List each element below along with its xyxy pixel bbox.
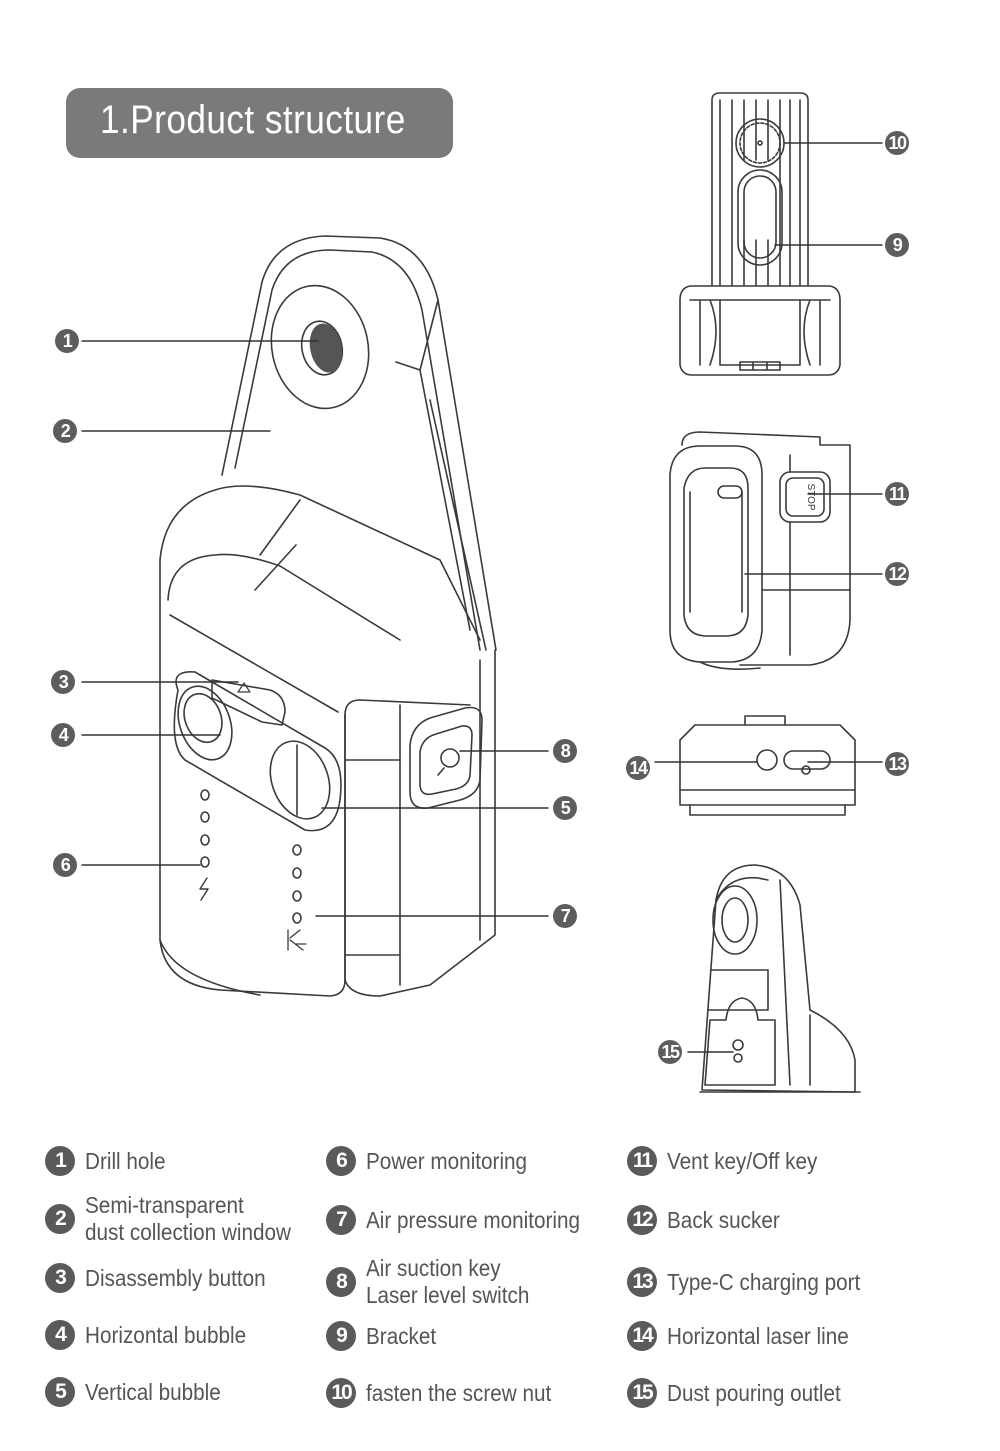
bottom-view-drawing [679,715,856,816]
legend-number: 15 [627,1378,657,1408]
legend-label: Air pressure monitoring [366,1206,580,1233]
legend-item-screw-nut: 10 fasten the screw nut [326,1378,572,1408]
callout-9: 9 [885,233,909,257]
legend-item-drill-hole: 1 Drill hole [45,1146,174,1176]
legend-item-bracket: 9 Bracket [326,1321,444,1351]
legend-item-horizontal-bubble: 4 Horizontal bubble [45,1320,264,1350]
legend-number: 10 [326,1378,356,1408]
callout-5: 5 [553,796,577,820]
callout-11: 11 [885,482,909,506]
callout-7: 7 [553,904,577,928]
product-diagram: STOP [81,92,883,1093]
legend-label: Air suction key Laser level switch [366,1255,529,1309]
legend-label-line1: Semi-transparent [85,1192,244,1218]
legend-item-type-c-port: 13 Type-C charging port [627,1267,882,1297]
callout-8: 8 [553,739,577,763]
section-title-box: 1.Product structure [66,88,453,158]
section-title: 1.Product structure [100,98,406,142]
main-device-drawing [159,235,497,997]
callout-2: 2 [53,419,77,443]
stop-key-label: STOP [805,483,816,510]
legend-number: 12 [627,1205,657,1235]
rear-view-drawing [699,864,861,1093]
legend-item-disassembly-button: 3 Disassembly button [45,1263,286,1293]
legend-label: Power monitoring [366,1147,528,1174]
legend-item-vent-key: 11 Vent key/Off key [627,1146,834,1176]
callout-1: 1 [55,329,79,353]
legend-item-power-monitoring: 6 Power monitoring [326,1146,545,1176]
callout-6: 6 [53,853,77,877]
legend-number: 11 [627,1146,657,1176]
power-led-column [199,789,210,901]
callout-15: 15 [658,1040,682,1064]
legend-label: fasten the screw nut [366,1379,552,1406]
callout-10: 10 [885,131,909,155]
legend-label: Type-C charging port [667,1268,861,1295]
leader-lines [81,142,883,1053]
legend-label: Drill hole [85,1147,166,1174]
legend-label-line2: dust collection window [85,1219,291,1245]
legend-item-horizontal-laser-line: 14 Horizontal laser line [627,1321,869,1351]
legend-label: Disassembly button [85,1264,266,1291]
legend-number: 8 [326,1267,356,1297]
legend-number: 1 [45,1146,75,1176]
legend-label: Horizontal bubble [85,1321,247,1348]
legend-number: 2 [45,1204,75,1234]
legend-label: Vent key/Off key [667,1147,818,1174]
legend-number: 14 [627,1321,657,1351]
legend-item-air-pressure-monitoring: 7 Air pressure monitoring [326,1205,604,1235]
callout-14: 14 [626,756,650,780]
pressure-led-column [287,844,307,951]
legend-item-dust-window: 2 Semi-transparent dust collection windo… [45,1192,314,1246]
legend-number: 13 [627,1267,657,1297]
bracket-view-drawing [679,92,841,376]
legend-number: 6 [326,1146,356,1176]
legend-item-dust-outlet: 15 Dust pouring outlet [627,1378,860,1408]
legend-number: 4 [45,1320,75,1350]
legend-number: 5 [45,1377,75,1407]
callout-13: 13 [885,752,909,776]
callout-12: 12 [885,562,909,586]
callout-4: 4 [51,723,75,747]
legend-label: Semi-transparent dust collection window [85,1192,291,1246]
legend-item-back-sucker: 12 Back sucker [627,1205,792,1235]
legend-label: Dust pouring outlet [667,1379,841,1406]
legend-number: 3 [45,1263,75,1293]
legend-label-line2: Laser level switch [366,1282,530,1308]
legend-label: Back sucker [667,1206,780,1233]
legend-label-line1: Air suction key [366,1255,501,1281]
legend-label: Vertical bubble [85,1378,221,1405]
legend-label: Horizontal laser line [667,1322,849,1349]
legend-item-air-suction-key: 8 Air suction key Laser level switch [326,1255,548,1309]
side-view-drawing: STOP [669,431,851,670]
legend-number: 9 [326,1321,356,1351]
drill-hole-shape [309,323,343,373]
legend-item-vertical-bubble: 5 Vertical bubble [45,1377,236,1407]
legend-label: Bracket [366,1322,437,1349]
legend-number: 7 [326,1205,356,1235]
callout-3: 3 [51,670,75,694]
